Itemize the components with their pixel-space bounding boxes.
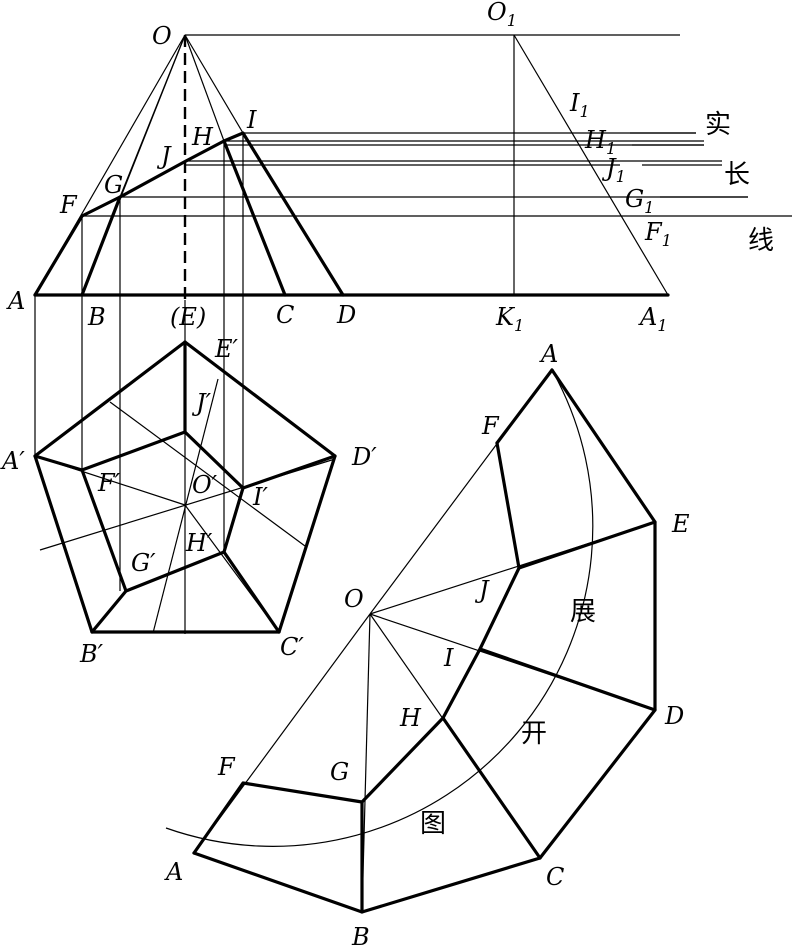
development: A F E J O I H D F G A C B 展 开 图 [164, 340, 690, 948]
label-dev-F-top: F [481, 412, 500, 440]
label-dev-H: H [399, 704, 422, 732]
development-arc [165, 369, 594, 847]
caption-development-1: 展 [570, 597, 596, 627]
top-view: E′ J′ A′ D′ F′ O′ I′ H′ G′ B′ C′ [0, 335, 377, 668]
top-view-edges [33, 340, 337, 634]
label-top-O: O′ [192, 471, 218, 499]
label-O1: O1 [487, 0, 517, 30]
transfer-lines [82, 132, 792, 217]
caption-true-length-3: 线 [748, 226, 774, 256]
label-dev-O: O [344, 585, 364, 613]
true-length-construction: O1 I1 H1 J1 G1 F1 K1 A1 实 长 线 [82, 0, 792, 335]
caption-development-3: 图 [420, 809, 446, 839]
development-outer-edge [192, 368, 657, 914]
label-top-B: B′ [79, 640, 104, 668]
base-pentagon [33, 340, 337, 634]
label-top-F: F′ [97, 469, 121, 497]
label-top-I: I′ [252, 483, 268, 511]
label-front-G: G [104, 171, 123, 199]
label-dev-E: E [671, 510, 690, 538]
label-front-A: A [6, 287, 25, 315]
label-H1: H1 [584, 126, 616, 158]
label-dev-F-bottom: F [217, 753, 236, 781]
label-front-F: F [59, 191, 78, 219]
label-I1: I1 [569, 89, 590, 121]
caption-development-2: 开 [521, 719, 547, 749]
edge-gb [80, 195, 122, 297]
section-pentagon [80, 430, 245, 593]
label-top-G: G′ [131, 549, 156, 577]
caption-true-length-2: 长 [724, 160, 750, 190]
label-J1: J1 [601, 154, 626, 186]
label-top-C: C′ [280, 633, 304, 661]
label-A1: A1 [638, 303, 668, 335]
caption-true-length-1: 实 [705, 110, 731, 140]
label-G1: G1 [625, 185, 654, 217]
label-dev-B: B [351, 923, 370, 948]
label-dev-I: I [443, 644, 454, 672]
edge-hc [222, 139, 287, 297]
label-top-J: J′ [191, 389, 212, 417]
label-front-D: D [336, 301, 356, 329]
label-front-H: H [191, 123, 214, 151]
label-top-H: H′ [185, 529, 213, 557]
label-dev-G: G [330, 758, 349, 786]
label-top-E: E′ [214, 335, 239, 363]
label-dev-D: D [664, 702, 684, 730]
development-fold-lines [360, 368, 657, 914]
label-front-C: C [276, 301, 294, 329]
label-dev-A-bottom: A [164, 858, 183, 886]
label-dev-C: C [546, 863, 564, 891]
label-front-O: O [152, 22, 172, 50]
label-front-B: B [87, 303, 106, 331]
label-front-E: (E) [170, 303, 206, 331]
label-K1: K1 [495, 303, 524, 335]
label-dev-A-top: A [539, 340, 558, 368]
label-top-D: D′ [351, 443, 377, 471]
label-front-I: I [246, 106, 257, 134]
label-top-A: A′ [0, 447, 25, 475]
label-F1: F1 [644, 218, 672, 250]
label-front-J: J [156, 142, 172, 170]
